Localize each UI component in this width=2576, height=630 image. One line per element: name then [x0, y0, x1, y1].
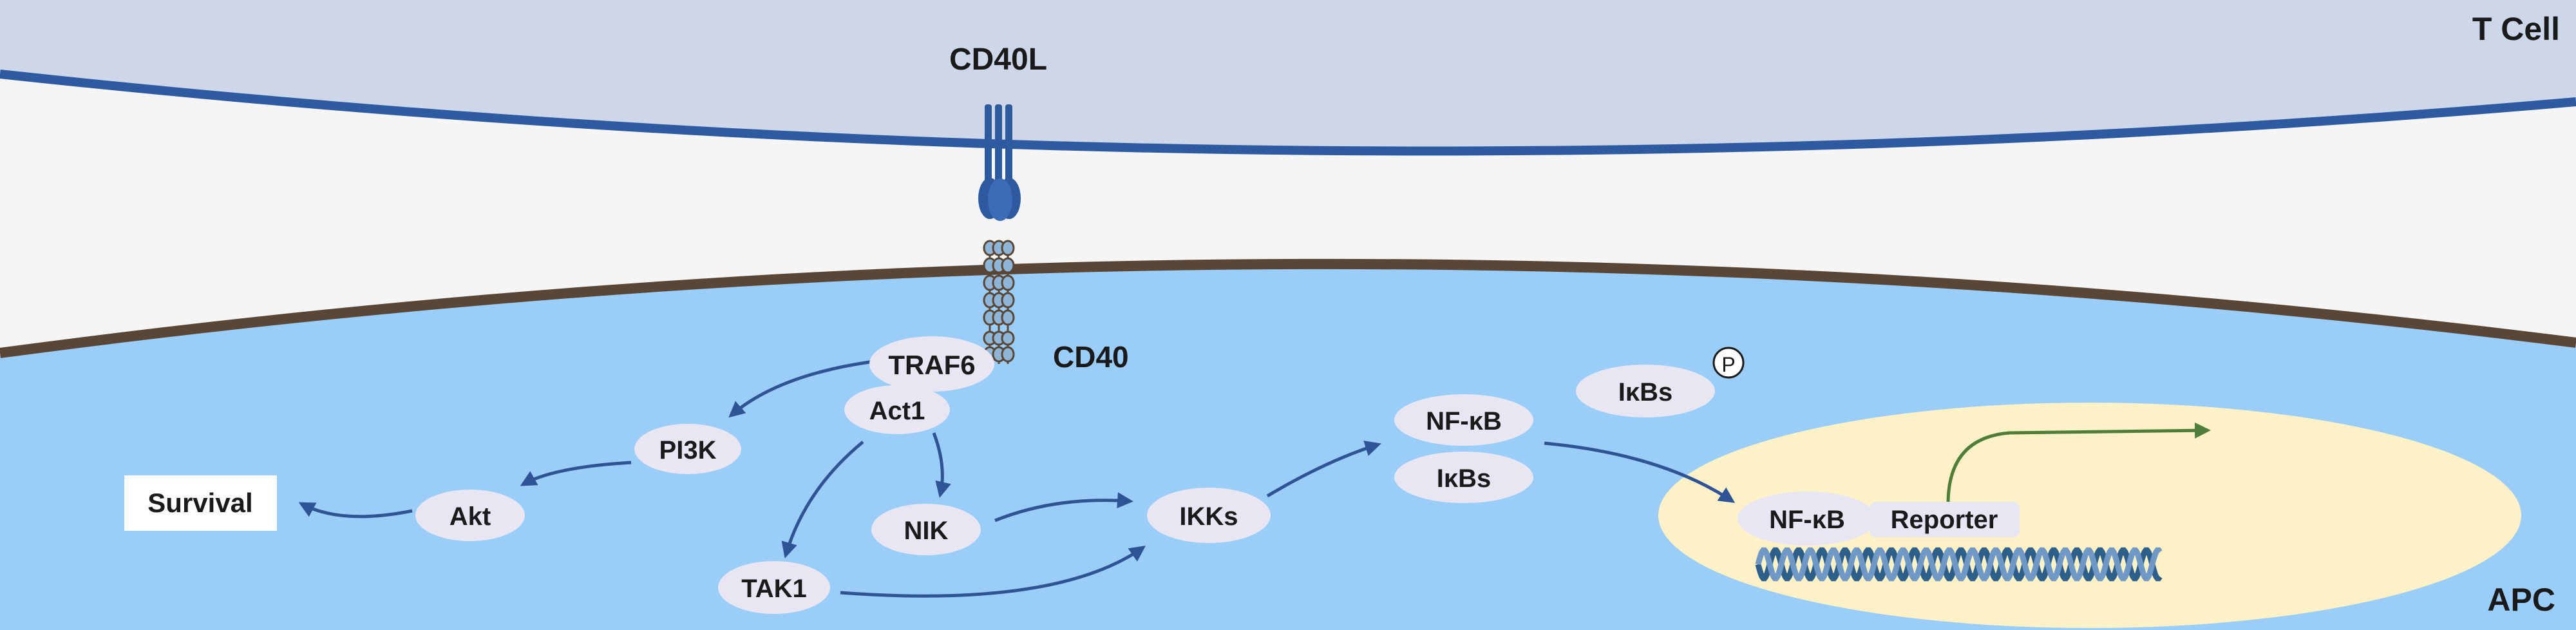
apc-membrane	[0, 258, 2576, 358]
tak1-label: TAK1	[741, 575, 806, 603]
phospho-icon: P	[1712, 347, 1745, 379]
pathway-arrows	[298, 359, 1736, 598]
traf6-label: TRAF6	[888, 350, 975, 380]
t-cell-region	[0, 0, 2576, 151]
survival-box	[124, 475, 277, 531]
t-cell-label: T Cell	[2472, 11, 2560, 47]
nfkb-nucleus-label: NF-κB	[1769, 506, 1845, 534]
transcription-arrow	[1946, 422, 2211, 504]
cd40-label: CD40	[1053, 340, 1129, 374]
akt-node: Akt	[415, 490, 525, 541]
cd40l-label: CD40L	[949, 43, 1047, 77]
nfkb-complex-node: NF-κB	[1394, 394, 1533, 446]
arrow-tak1-to-ikks	[840, 546, 1146, 598]
akt-label: Akt	[450, 502, 491, 531]
nfkb-nucleus-node: NF-κB	[1738, 492, 1877, 546]
arrow-akt-to-survival	[298, 502, 413, 519]
nfkb-complex-label: NF-κB	[1426, 407, 1502, 435]
ikbs-phospho-node: IκBs	[1576, 365, 1715, 417]
t-cell-membrane	[0, 70, 2576, 156]
ikks-node: IKKs	[1147, 488, 1271, 543]
ikbs-complex-node: IκBs	[1394, 452, 1533, 503]
pi3k-node: PI3K	[634, 424, 741, 474]
pi3k-label: PI3K	[659, 436, 717, 464]
arrow-act1-to-nik	[932, 432, 951, 498]
nik-node: NIK	[871, 504, 981, 555]
arrow-act1-to-tak1	[781, 441, 864, 558]
dna-helix-icon	[1755, 547, 2163, 582]
arrow-pi3k-to-akt	[520, 461, 632, 486]
arrow-nik-to-ikks	[994, 492, 1133, 522]
tak1-node: TAK1	[718, 561, 830, 614]
traf6-node: TRAF6	[869, 336, 994, 392]
act1-node: Act1	[844, 385, 950, 434]
arrow-nfkb-to-nucleus	[1544, 441, 1736, 503]
ikbs-phospho-label: IκBs	[1618, 378, 1673, 406]
ikbs-complex-label: IκBs	[1437, 464, 1492, 493]
arrow-ikks-to-nfkb	[1266, 441, 1381, 498]
phospho-label: P	[1721, 353, 1735, 376]
cd40-receptor-icon	[983, 240, 1015, 364]
nik-label: NIK	[904, 517, 949, 545]
reporter-label: Reporter	[1891, 506, 1998, 534]
apc-label: APC	[2487, 582, 2555, 618]
reporter-node: Reporter	[1870, 502, 2020, 537]
act1-label: Act1	[869, 397, 925, 425]
arrow-traf6-to-pi3k	[728, 359, 880, 418]
survival-label: Survival	[147, 488, 252, 518]
ikks-label: IKKs	[1179, 502, 1238, 531]
cd40l-trimer-icon	[978, 104, 1021, 221]
